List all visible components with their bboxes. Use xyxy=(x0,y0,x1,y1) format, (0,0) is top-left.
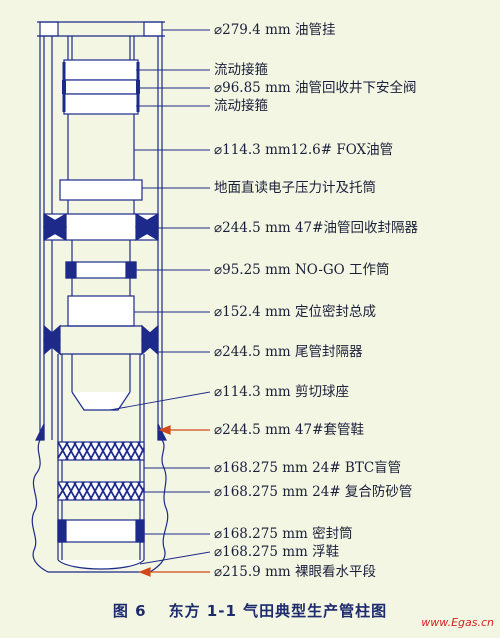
open-hole-boundary xyxy=(31,439,169,573)
gauge-carrier xyxy=(59,179,143,201)
seal-bore-shape xyxy=(57,519,145,543)
figure-title: 东方 1-1 气田典型生产管柱图 xyxy=(168,602,388,620)
watermark: www.Egas.cn xyxy=(421,616,494,629)
label-retrievable-packer: ⌀244.5 mm 47#油管回收封隔器 xyxy=(214,220,418,236)
retrievable-packer-shape xyxy=(42,212,160,242)
label-casing-shoe: ⌀244.5 mm 47#套管鞋 xyxy=(214,422,364,438)
label-tailpipe-packer: ⌀244.5 mm 尾管封隔器 xyxy=(214,344,363,360)
leader-lines xyxy=(109,29,211,565)
sand-screen-shape xyxy=(57,481,145,501)
accent-arrows xyxy=(138,425,210,577)
label-shear-ball-seat: ⌀114.3 mm 剪切球座 xyxy=(214,384,349,400)
label-btc-blind-pipe: ⌀168.275 mm 24# BTC盲管 xyxy=(214,460,402,476)
label-fox-tubing: ⌀114.3 mm12.6# FOX油管 xyxy=(214,142,394,158)
nogo-nipple-shape xyxy=(65,261,137,279)
label-flow-coupling-upper: 流动接箍 xyxy=(214,62,268,78)
figure-number: 图 6 xyxy=(112,602,147,620)
figure-caption: 图 6 东方 1-1 气田典型生产管柱图 xyxy=(0,600,500,621)
casing-shoe-shape xyxy=(35,423,167,441)
label-sand-screen: ⌀168.275 mm 24# 复合防砂管 xyxy=(214,484,413,500)
btc-blind-pipe-shape xyxy=(57,441,145,461)
tailpipe-packer-shape xyxy=(43,324,159,356)
label-open-hole: ⌀215.9 mm 裸眼看水平段 xyxy=(214,564,376,580)
label-flow-coupling-lower: 流动接箍 xyxy=(214,98,268,114)
safety-valve-assembly xyxy=(62,59,140,115)
shear-ball-seat-shape xyxy=(71,354,131,411)
label-safety-valve: ⌀96.85 mm 油管回收井下安全阀 xyxy=(214,80,417,96)
label-pressure-gauge: 地面直读电子压力计及托筒 xyxy=(214,180,376,196)
label-seal-assembly: ⌀152.4 mm 定位密封总成 xyxy=(214,304,376,320)
float-shoe-shape xyxy=(57,559,145,570)
label-float-shoe: ⌀168.275 mm 浮鞋 xyxy=(214,544,340,560)
label-seal-bore: ⌀168.275 mm 密封筒 xyxy=(214,526,353,542)
label-tubing-hanger: ⌀279.4 mm 油管挂 xyxy=(214,22,336,38)
seal-assembly-shape xyxy=(67,295,135,327)
label-nogo-nipple: ⌀95.25 mm NO-GO 工作筒 xyxy=(214,262,390,278)
tubing-hanger-shape xyxy=(37,21,165,37)
